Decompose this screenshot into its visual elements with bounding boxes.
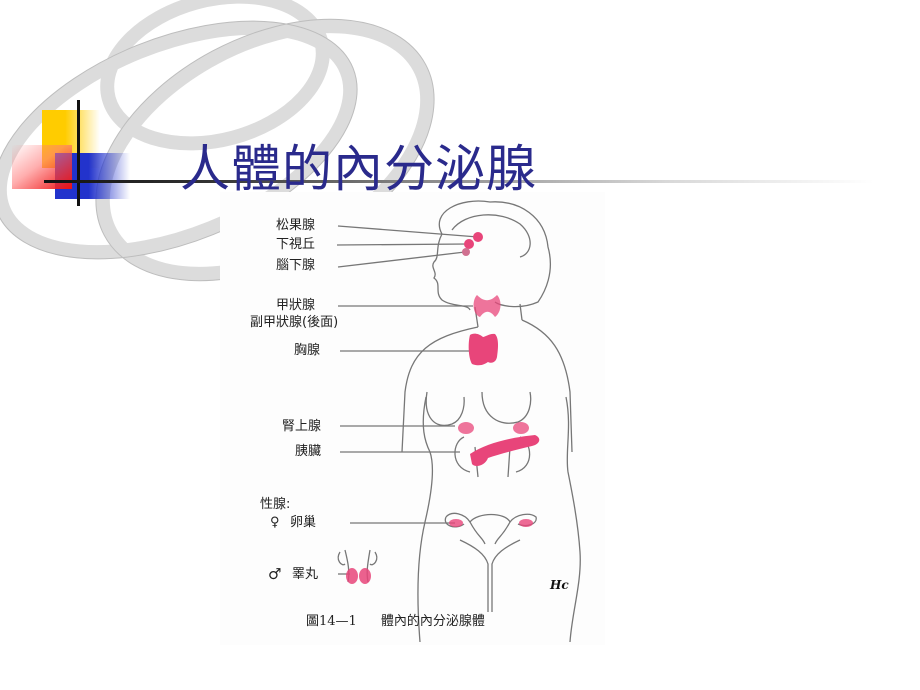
male-symbol-icon: ♂ — [268, 565, 282, 583]
title-underline — [44, 180, 874, 183]
figure-number: 圖14—1 — [306, 614, 357, 629]
body-outline-illustration — [336, 200, 581, 643]
label-testis: 睪丸 — [292, 567, 319, 582]
label-gonads: 性腺: — [260, 497, 291, 512]
female-symbol-icon: ♀ — [270, 515, 280, 530]
artist-signature: Hc — [550, 578, 569, 592]
label-pituitary-gland: 腦下腺 — [276, 258, 316, 273]
label-parathyroid-gland: 副甲狀腺(後面) — [250, 315, 339, 330]
label-pancreas: 胰臟 — [295, 444, 322, 459]
label-ovary: 卵巢 — [290, 515, 317, 530]
figure-caption: 圖14—1 體內的內分泌腺體 — [306, 610, 485, 629]
endocrine-diagram: 松果腺 下視丘 腦下腺 甲狀腺 副甲狀腺(後面) 胸腺 腎上腺 胰臟 性腺: ♀… — [220, 192, 605, 645]
vertical-line-decoration — [77, 100, 80, 206]
label-thymus: 胸腺 — [294, 343, 321, 358]
slide-title: 人體的內分泌腺 — [180, 139, 537, 198]
label-pineal-gland: 松果腺 — [276, 218, 316, 233]
label-adrenal-gland: 腎上腺 — [282, 419, 322, 434]
label-hypothalamus: 下視丘 — [276, 237, 316, 252]
figure-caption-text: 體內的內分泌腺體 — [380, 614, 485, 629]
label-thyroid-gland: 甲狀腺 — [276, 298, 316, 313]
